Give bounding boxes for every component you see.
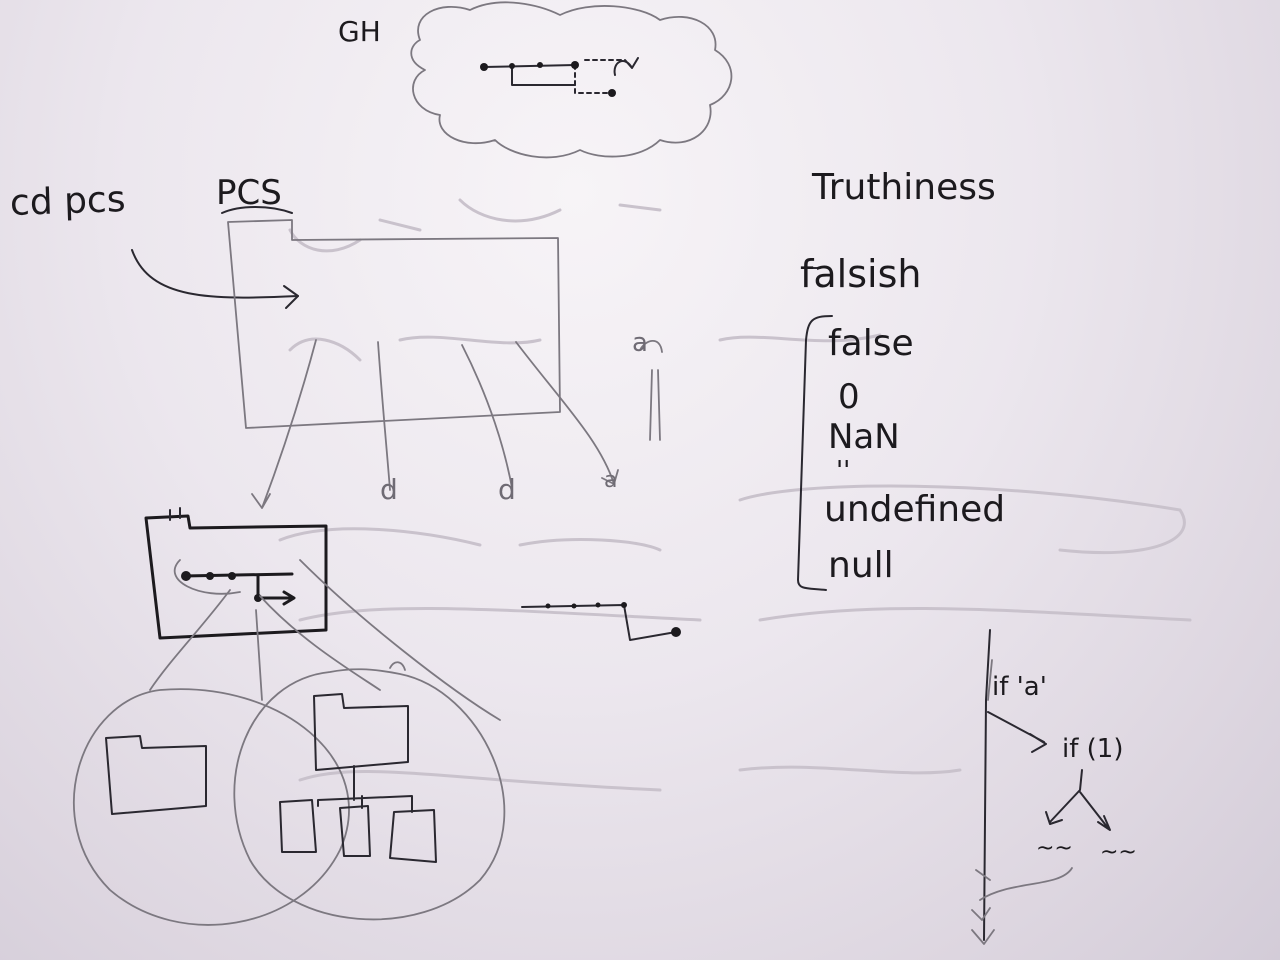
- repo-circles: [73, 668, 506, 926]
- falsish-bracket: [797, 267, 833, 591]
- gh-label: GH: [338, 15, 381, 48]
- commit-line: [521, 602, 681, 641]
- erased-writing: [278, 198, 1192, 792]
- flow-if-a: if 'a': [992, 672, 1047, 702]
- arrow-label-d-left: d: [380, 473, 398, 506]
- pcs-label: PCS: [216, 173, 282, 213]
- flow-branch-right: ~~: [1100, 840, 1137, 865]
- falsish-value-null: null: [828, 545, 894, 586]
- cd-arrow: [131, 206, 299, 309]
- small-folder: [144, 507, 328, 640]
- pcs-folder: [227, 219, 561, 429]
- fan-lines: [149, 559, 501, 721]
- faint-arrows: [251, 339, 663, 509]
- falsish-value-zero: 0: [838, 377, 860, 417]
- flow-diagram-lines: [971, 629, 1111, 945]
- arrow-label-d-right: d: [498, 473, 516, 506]
- flow-branch-left: ~~: [1036, 836, 1073, 861]
- gh-cloud: [410, 1, 733, 159]
- arrow-label-a-right: a: [632, 328, 648, 358]
- truthiness-title: Truthiness: [812, 167, 996, 208]
- falsish-value-undefined: undefined: [824, 489, 1006, 530]
- falsish-value-nan: NaN: [828, 417, 900, 457]
- flow-if-1: if (1): [1062, 734, 1124, 764]
- falsish-value-empty-string: '': [836, 456, 851, 486]
- falsish-heading: falsish: [800, 252, 922, 296]
- arrow-label-a-top: a: [604, 468, 618, 493]
- falsish-value-false: false: [828, 323, 914, 364]
- cd-pcs-label: cd pcs: [9, 178, 127, 225]
